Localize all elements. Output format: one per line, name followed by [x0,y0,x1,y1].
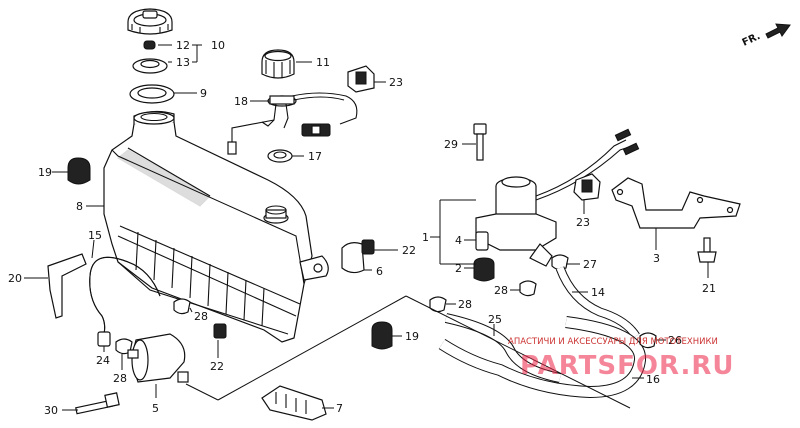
bracket-bolt-part [697,237,717,263]
hose-clamp-part-28b [173,298,191,315]
fuel-hose-part-14 [555,266,640,339]
callout-26: 26 [668,334,682,347]
leader-group-10 [158,44,202,94]
cap-gasket-part [132,58,168,74]
callout-28-tank: 28 [194,310,208,323]
pump-cushion-part [473,257,495,282]
hose-joint-part-a [341,239,375,274]
fuel-pump-part [475,128,640,267]
pump-collar-part [475,231,489,251]
watermark-logo: PARTSFOR.RU [520,351,734,381]
fuel-hose-part-16 [438,316,646,399]
front-direction-arrow: FR. [741,23,791,49]
pump-bolt-part [473,123,487,161]
callout-28-filter: 28 [113,372,127,385]
assembly-leader-lines [185,199,631,409]
callout-2: 2 [455,262,462,275]
rubber-pad-part [261,385,327,421]
hose-joint-part-b [213,323,227,339]
callout-18: 18 [234,95,248,108]
hose-clamp-part-26 [639,332,657,349]
callout-9: 9 [200,87,207,100]
fuel-tank-part [103,110,329,343]
callout-13: 13 [176,56,190,69]
callout-20: 20 [8,272,22,285]
callout-6: 6 [376,265,383,278]
callout-24: 24 [96,354,110,367]
callout-1: 1 [422,231,429,244]
callout-10: 10 [211,39,225,52]
callout-19-upper: 19 [38,166,52,179]
pump-bracket-part [611,177,741,229]
grommet-part-b [371,321,393,350]
callout-12: 12 [176,39,190,52]
hose-clamp-part-28a [519,280,537,297]
hose-clamp-part-27 [551,254,569,271]
callout-28-mid: 28 [494,284,508,297]
sender-cap-part [261,49,295,79]
callout-16: 16 [646,373,660,386]
callout-29: 29 [444,138,458,151]
callout-27: 27 [583,258,597,271]
watermark: АПАСТИЧИ И АКСЕССУАРЫ ДЛЯ МОТОТЕХНИКИ PA… [508,337,734,381]
fuel-filter-part [127,333,189,383]
callouts: 12 10 13 9 11 23 18 17 29 19 8 15 1 4 2 … [8,39,716,417]
sender-grommet-part [267,149,293,163]
callout-21: 21 [702,282,716,295]
arrow-icon [765,23,791,39]
callout-19-lower: 19 [405,330,419,343]
callout-7: 7 [336,402,343,415]
callout-17: 17 [308,150,322,163]
watermark-tagline: АПАСТИЧИ И АКСЕССУАРЫ ДЛЯ МОТОТЕХНИКИ [508,337,718,347]
callout-5: 5 [152,402,159,415]
grommet-part-a [67,157,91,185]
hose-clamp-part-28c [429,296,447,313]
front-direction-label: FR. [741,31,762,49]
callout-28-right: 28 [458,298,472,311]
hose-clip-part [47,253,87,319]
callout-22-lower: 22 [210,360,224,373]
callout-23-lower: 23 [576,216,590,229]
callout-11: 11 [316,56,330,69]
callout-30: 30 [44,404,58,417]
hose-clamp-part-24 [97,331,111,347]
cap-seal-part [143,40,156,50]
callout-4: 4 [455,234,462,247]
rubber-mount-part-b [573,173,601,201]
callout-15: 15 [88,229,102,242]
fuel-sender-part [227,92,358,155]
rubber-mount-part-a [347,65,375,93]
callout-23-upper: 23 [389,76,403,89]
fuel-hose-part-25 [444,313,562,383]
callout-22-upper: 22 [402,244,416,257]
callout-14: 14 [591,286,605,299]
fuel-cap-part [127,8,173,35]
mount-bolt-part [75,392,120,415]
filler-ring-part [129,84,175,104]
callout-3: 3 [653,252,660,265]
callout-8: 8 [76,200,83,213]
callout-25: 25 [488,313,502,326]
fuel-hose-part-15 [89,256,161,335]
